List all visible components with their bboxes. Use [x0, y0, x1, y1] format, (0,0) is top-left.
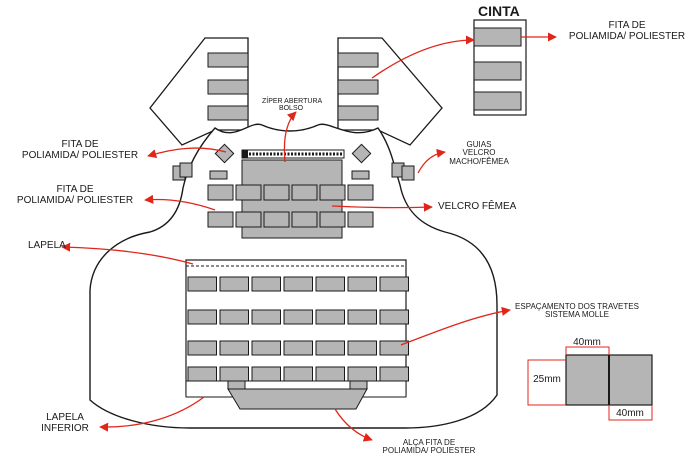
- label-lapela-inferior-line2: INFERIOR: [41, 422, 89, 434]
- front-webbing-cell: [187, 309, 217, 325]
- chest-loop-right: [351, 170, 370, 180]
- arrow-chest-webbing: [144, 194, 216, 211]
- front-webbing-cell: [251, 309, 281, 325]
- label-fita-left-1-line1: FITA DE: [61, 139, 99, 150]
- leader-arrows: [61, 32, 557, 442]
- label-guias: GUIAS VELCRO MACHO/FÊMEA: [448, 140, 510, 166]
- label-fita-left-2-line2: POLIAMIDA/ POLIESTER: [16, 194, 134, 206]
- label-espacamento-line2: SISTEMA MOLLE: [544, 310, 610, 320]
- front-webbing-cell: [251, 276, 281, 292]
- label-guias-line2: VELCRO: [462, 148, 496, 158]
- label-lapela: LAPELA: [28, 240, 66, 251]
- dim-width-top: 40mm: [573, 337, 601, 348]
- chest-webbing-cell: [263, 211, 290, 228]
- label-guias-line1: GUIAS: [466, 140, 492, 149]
- dim-height: 25mm: [533, 374, 561, 385]
- arrow-ziper: [283, 111, 297, 163]
- front-webbing-cell: [315, 276, 345, 292]
- label-espacamento: ESPAÇAMENTO DOS TRAVETES SISTEMA MOLLE: [510, 302, 644, 320]
- arrow-belt: [371, 35, 475, 79]
- front-webbing-cell: [219, 309, 249, 325]
- belt-title: CINTA: [478, 3, 520, 19]
- chest-webbing-cell: [207, 211, 234, 228]
- front-webbing-cell: [283, 309, 313, 325]
- chest-webbing-cell: [207, 184, 234, 201]
- right-side-guides: [391, 162, 415, 181]
- front-webbing-cell: [379, 366, 409, 382]
- front-webbing-cell: [251, 340, 281, 356]
- label-fita-left-2: FITA DE POLIAMIDA/ POLIESTER: [10, 184, 140, 206]
- front-webbing-cell: [219, 276, 249, 292]
- front-webbing-cell: [315, 340, 345, 356]
- label-fita-top-right: FITA DE POLIAMIDA/ POLIESTER: [562, 20, 692, 42]
- front-webbing-cell: [379, 309, 409, 325]
- chest-webbing-cell: [319, 211, 346, 228]
- front-webbing-cell: [187, 366, 217, 382]
- front-webbing-cell: [315, 309, 345, 325]
- label-ziper-line2: BOLSO: [278, 105, 304, 113]
- front-webbing-cell: [219, 366, 249, 382]
- left-side-guides: [172, 162, 193, 181]
- label-fita-left-2-line1: FITA DE: [56, 184, 94, 195]
- front-webbing-cell: [187, 340, 217, 356]
- arrow-alca: [334, 408, 373, 442]
- chest-webbing-cell: [347, 211, 374, 228]
- dim-width-bottom: 40mm: [616, 408, 644, 419]
- arrow-guias: [417, 148, 446, 174]
- front-webbing-cell: [347, 276, 377, 292]
- front-webbing-cell: [187, 276, 217, 292]
- right-shoulder-strap: [337, 37, 443, 146]
- chest-webbing-cell: [319, 184, 346, 201]
- label-lapela-inferior: LAPELA INFERIOR: [30, 412, 100, 434]
- front-webbing-cell: [315, 366, 345, 382]
- arrow-spacing: [400, 306, 511, 346]
- molle-spacing-detail: [527, 346, 653, 421]
- right-ring: [351, 143, 372, 164]
- bottom-handle-strap: [227, 380, 368, 410]
- left-ring: [214, 143, 235, 164]
- arrow-velcro: [331, 202, 433, 212]
- chest-webbing-cell: [291, 184, 318, 201]
- front-webbing-cell: [219, 340, 249, 356]
- front-webbing-cell: [347, 309, 377, 325]
- arrow-lapela: [61, 242, 194, 265]
- label-fita-top-right-line1: FITA DE: [608, 20, 646, 31]
- chest-loop-left: [209, 170, 228, 180]
- arrow-lapela-inferior: [99, 396, 205, 432]
- front-webbing-cell: [283, 366, 313, 382]
- label-alca-line2: POLIAMIDA/ POLIESTER: [382, 446, 476, 456]
- belt-detail: [473, 19, 527, 116]
- chest-webbing-cell: [263, 184, 290, 201]
- left-shoulder-strap: [149, 37, 249, 146]
- front-webbing-cell: [283, 340, 313, 356]
- label-fita-left-1: FITA DE POLIAMIDA/ POLIESTER: [16, 139, 144, 161]
- label-fita-top-right-line2: POLIAMIDA/ POLIESTER: [568, 30, 686, 42]
- arrow-ring: [147, 147, 227, 159]
- label-fita-left-1-line2: POLIAMIDA/ POLIESTER: [21, 149, 139, 161]
- front-webbing-cell: [283, 276, 313, 292]
- chest-webbing-cell: [235, 184, 262, 201]
- chest-molle-webbing: [207, 184, 374, 228]
- chest-webbing-cell: [347, 184, 374, 201]
- front-webbing-cell: [251, 366, 281, 382]
- chest-webbing-cell: [235, 211, 262, 228]
- label-alca-line1: ALÇA FITA DE: [402, 438, 456, 447]
- front-webbing-cell: [379, 276, 409, 292]
- label-velcro-femea: VELCRO FÊMEA: [438, 201, 517, 212]
- label-lapela-inferior-line1: LAPELA: [46, 412, 84, 423]
- front-webbing-cell: [347, 340, 377, 356]
- front-webbing-cell: [347, 366, 377, 382]
- chest-webbing-cell: [291, 211, 318, 228]
- zipper: [241, 149, 345, 159]
- label-alca: ALÇA FITA DE POLIAMIDA/ POLIESTER: [368, 438, 490, 456]
- label-ziper: ZÍPER ABERTURA BOLSO: [262, 98, 323, 113]
- label-guias-line3: MACHO/FÊMEA: [449, 156, 509, 166]
- label-espacamento-line1: ESPAÇAMENTO DOS TRAVETES: [515, 302, 639, 311]
- label-ziper-line1: ZÍPER ABERTURA: [262, 98, 323, 105]
